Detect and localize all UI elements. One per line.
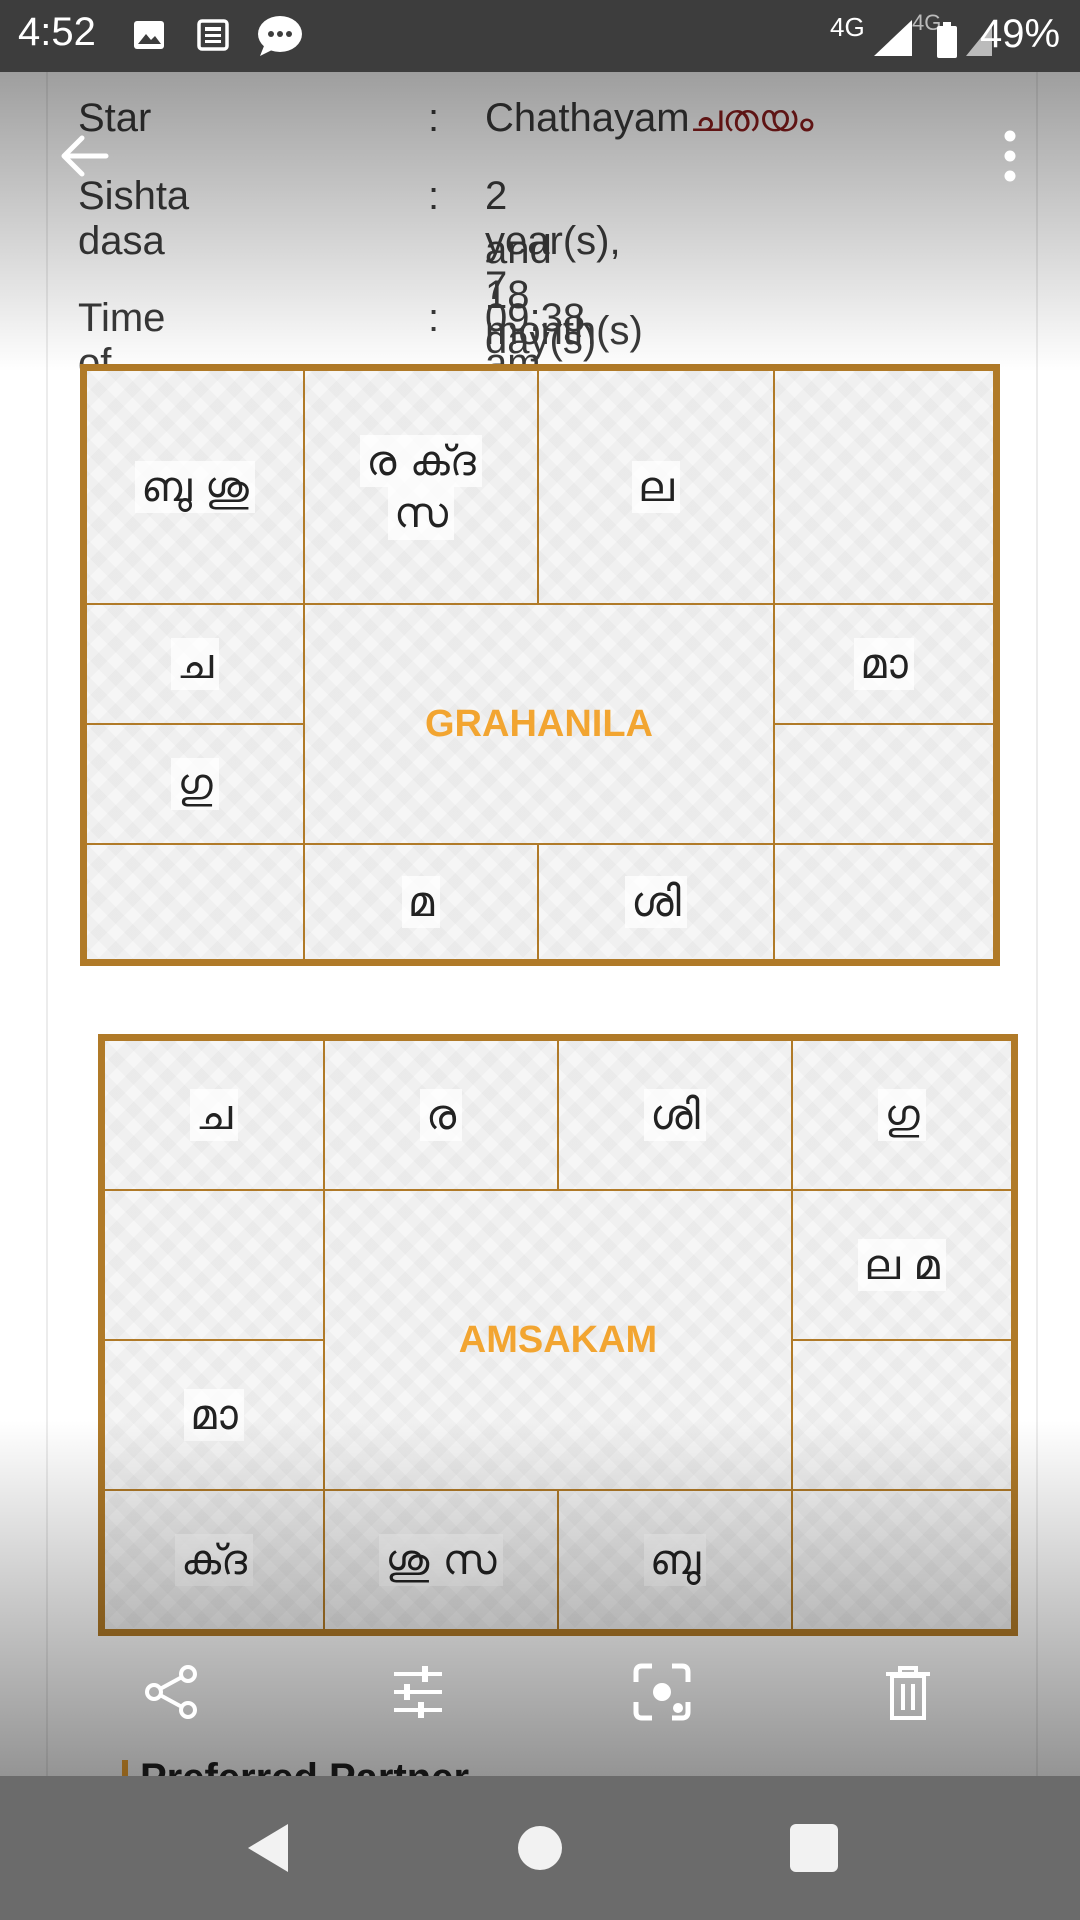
star-value-en: Chathayam [485, 96, 690, 140]
cell-text: ശി [625, 875, 687, 929]
lens-icon[interactable] [632, 1662, 692, 1722]
section-accent [122, 1760, 128, 1776]
back-triangle-icon[interactable] [240, 1818, 300, 1878]
cell-text: മാ [184, 1388, 244, 1442]
dasa-label: Sishta dasa [78, 174, 190, 263]
amsakam-cell: ശി [557, 1039, 793, 1191]
grahanila-cell: ച [85, 603, 305, 725]
grahanila-cell: ഗു [85, 723, 305, 845]
dasa-value-line2: and 18 day(s) [485, 228, 597, 362]
colon: : [428, 96, 440, 140]
dasa-value-line1: 2 year(s), 7 month(s) [485, 174, 643, 353]
grahanila-cell: ബു ശു [85, 369, 305, 605]
network-label: 4G [830, 12, 865, 42]
grahanila-cell: ശി [537, 843, 775, 961]
cell-text: മ [401, 875, 441, 929]
colon: : [428, 296, 440, 340]
share-icon[interactable] [142, 1662, 202, 1722]
status-bar: 4:52 4G 4G 49% [0, 0, 1080, 72]
amsakam-chart: ച ര ശി ഗു ല മ മാ AMSAKAM ക്ദ ശു സ ബു [98, 1034, 1018, 1636]
amsakam-cell [103, 1189, 325, 1341]
cell-text: ബു [643, 1533, 707, 1587]
cell-text: ച [189, 1088, 239, 1142]
star-value: Chathayamചതയം [485, 96, 813, 141]
section-heading-peek: Preferred Partner [140, 1756, 469, 1776]
grahanila-cell [773, 843, 995, 961]
amsakam-cell: ക്ദ [103, 1489, 325, 1631]
cell-text: മാ [854, 637, 914, 691]
colon: : [428, 174, 440, 218]
navigation-bar [0, 1776, 1080, 1920]
home-circle-icon[interactable] [510, 1818, 570, 1878]
recents-square-icon[interactable] [784, 1818, 844, 1878]
cell-text: സ [388, 487, 454, 540]
amsakam-cell [791, 1339, 1013, 1491]
cell-text: ക്ദ [174, 1533, 254, 1587]
cell-text: ച [170, 637, 220, 691]
cell-text: ര [419, 1088, 463, 1142]
cell-text: ഗു [878, 1088, 926, 1142]
cell-text: ഗു [171, 757, 219, 811]
amsakam-cell: ച [103, 1039, 325, 1191]
image-icon [132, 18, 166, 52]
grahanila-cell: മാ [773, 603, 995, 725]
cell-text: ല മ [858, 1238, 946, 1292]
amsakam-cell: ര [323, 1039, 559, 1191]
grahanila-title: GRAHANILA [425, 702, 653, 745]
trash-icon[interactable] [878, 1662, 938, 1722]
grahanila-cell [85, 843, 305, 961]
cell-text: ശി [644, 1088, 706, 1142]
arrow-left-icon[interactable] [56, 128, 112, 184]
grahanila-cell [773, 723, 995, 845]
photo-action-bar [0, 1652, 1080, 1732]
grahanila-chart: ബു ശു ര ക്ദ സ ല ച മാ ഗു GRAHANILA മ ശി [80, 364, 1000, 966]
cell-text: ശു സ [379, 1533, 503, 1587]
battery-icon [936, 22, 958, 58]
cell-text: ര ക്ദ [360, 434, 482, 487]
cell-text: ബു ശു [135, 460, 255, 514]
amsakam-cell [791, 1489, 1013, 1631]
signal-icon-2 [964, 18, 994, 58]
amsakam-cell: ബു [557, 1489, 793, 1631]
cell-text: ല [632, 460, 680, 514]
grahanila-cell: മ [303, 843, 539, 961]
tune-icon[interactable] [388, 1662, 448, 1722]
star-label: Star [78, 96, 152, 140]
chat-bubble-icon [256, 14, 304, 58]
more-vert-icon[interactable] [992, 128, 1028, 184]
amsakam-title: AMSAKAM [458, 1318, 658, 1361]
network-label-2: 4G [912, 10, 942, 35]
amsakam-cell: ല മ [791, 1189, 1013, 1341]
status-time: 4:52 [18, 10, 96, 54]
signal-icon [872, 18, 916, 58]
grahanila-cell [773, 369, 995, 605]
star-value-ml: ചതയം [689, 98, 814, 140]
amsakam-cell: ശു സ [323, 1489, 559, 1631]
grahanila-cell: ല [537, 369, 775, 605]
amsakam-cell: ഗു [791, 1039, 1013, 1191]
news-icon [196, 18, 230, 52]
grahanila-cell: ര ക്ദ സ [303, 369, 539, 605]
battery-percent: 49% [980, 12, 1061, 56]
amsakam-cell: മാ [103, 1339, 325, 1491]
